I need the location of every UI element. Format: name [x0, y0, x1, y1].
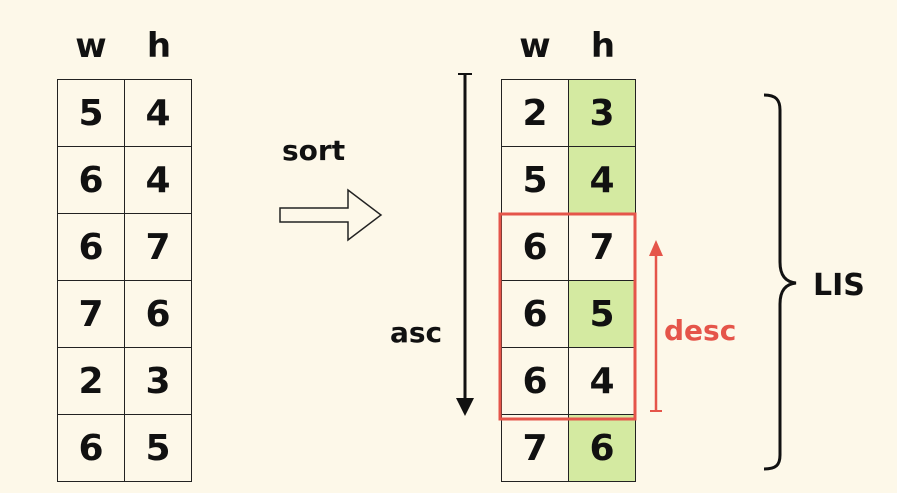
cell-w: 5	[501, 146, 569, 214]
cell-h: 4	[568, 146, 636, 214]
desc-arrow-icon	[649, 240, 663, 412]
cell-h: 3	[124, 347, 192, 415]
asc-arrow-icon	[456, 73, 474, 416]
left-header-h: h	[146, 26, 172, 66]
cell-h: 6	[124, 280, 192, 348]
cell-w: 5	[57, 79, 125, 147]
cell-w: 6	[57, 414, 125, 482]
lis-label: LIS	[813, 268, 865, 303]
cell-w: 6	[57, 213, 125, 281]
sort-arrow-icon	[279, 188, 383, 242]
desc-label: desc	[664, 314, 737, 347]
cell-w: 6	[57, 146, 125, 214]
cell-h: 3	[568, 79, 636, 147]
cell-h: 6	[568, 414, 636, 482]
desc-group-box	[498, 212, 637, 421]
cell-w: 2	[57, 347, 125, 415]
cell-w: 7	[501, 414, 569, 482]
right-header-w: w	[519, 26, 551, 66]
asc-label: asc	[390, 316, 443, 349]
cell-h: 5	[568, 280, 636, 348]
left-header-w: w	[75, 26, 107, 66]
right-header-h: h	[590, 26, 616, 66]
cell-h: 5	[124, 414, 192, 482]
cell-h: 4	[124, 79, 192, 147]
sort-label: sort	[282, 134, 346, 167]
cell-w: 6	[501, 280, 569, 348]
lis-brace-icon	[763, 93, 797, 471]
cell-h: 7	[124, 213, 192, 281]
cell-w: 6	[501, 213, 569, 281]
